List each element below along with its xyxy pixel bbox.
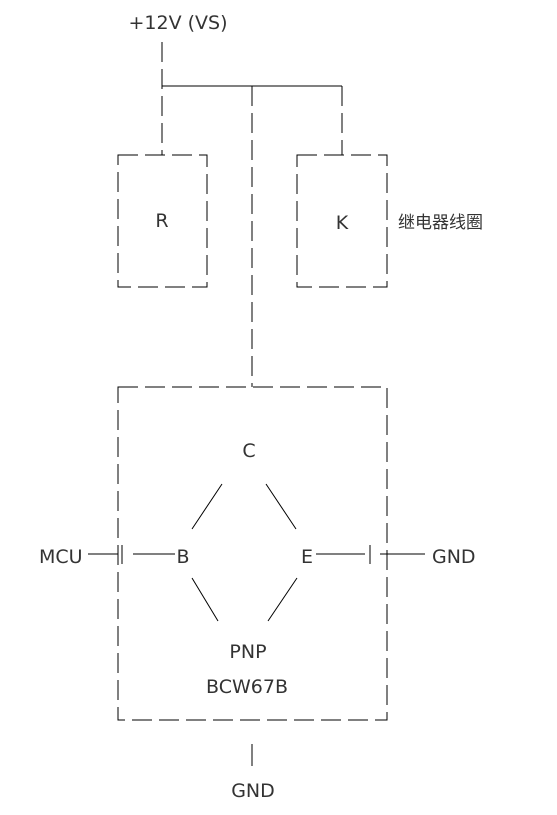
resistor-r: R (117, 154, 208, 288)
bottom-gnd: GND (231, 744, 275, 802)
relay-coil-k: K (296, 154, 388, 288)
base-lower-link (191, 577, 219, 622)
base-label: B (176, 546, 189, 568)
transistor-box: C B E PNP BCW67B (117, 386, 388, 721)
resistor-label: R (155, 210, 168, 232)
emitter-gnd-label: GND (432, 546, 476, 568)
transistor-type-label: PNP (229, 641, 266, 663)
relay-coil-note: 继电器线圈 (398, 213, 483, 233)
collector-label: C (242, 440, 255, 462)
emitter-gnd-connection: GND (316, 545, 476, 568)
collector-emitter-link (265, 483, 297, 530)
emitter-label: E (301, 546, 313, 568)
transistor-part-label: BCW67B (206, 676, 288, 698)
mcu-label: MCU (39, 546, 83, 568)
bottom-gnd-label: GND (231, 780, 275, 802)
mcu-connection: MCU (39, 545, 175, 568)
emitter-lower-link (267, 577, 298, 622)
supply-rail (161, 42, 343, 387)
relay-label: K (336, 212, 349, 234)
collector-base-link (191, 483, 223, 530)
supply-label: +12V (VS) (128, 12, 227, 34)
